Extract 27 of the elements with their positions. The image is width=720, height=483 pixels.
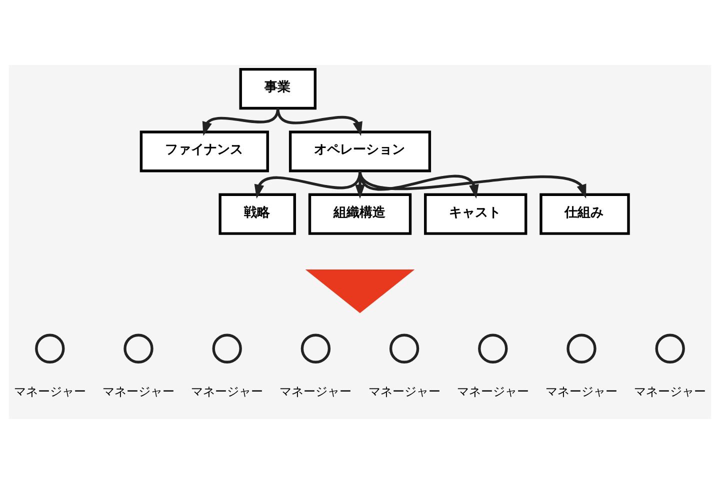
node-box: 組織構造 xyxy=(308,192,412,234)
node-arrow xyxy=(305,268,415,313)
node-box: 仕組み xyxy=(540,192,630,234)
node-label: マネージャー xyxy=(191,384,264,398)
arrow xyxy=(358,170,586,198)
arrow xyxy=(276,107,362,136)
node-label: マネージャー xyxy=(546,384,618,398)
node-label: マネージャー xyxy=(456,384,529,398)
node-person xyxy=(655,333,685,363)
node-person xyxy=(566,333,596,363)
node-box: 戦略 xyxy=(218,192,296,234)
node-label: マネージャー xyxy=(368,384,440,398)
node-person xyxy=(35,333,65,363)
node-person xyxy=(124,333,154,363)
node-label: マネージャー xyxy=(634,384,706,398)
node-person xyxy=(478,333,508,363)
node-box: 事業 xyxy=(239,67,317,110)
node-box: ファイナンス xyxy=(140,130,269,172)
node-box: キャスト xyxy=(424,192,528,234)
node-person xyxy=(212,333,242,363)
node-person xyxy=(389,333,420,363)
node-label: マネージャー xyxy=(102,384,174,398)
arrow xyxy=(254,170,362,198)
node-box: オペレーション xyxy=(288,130,432,172)
node-label: マネージャー xyxy=(14,384,86,398)
node-person xyxy=(300,333,331,363)
node-label: マネージャー xyxy=(280,384,352,398)
